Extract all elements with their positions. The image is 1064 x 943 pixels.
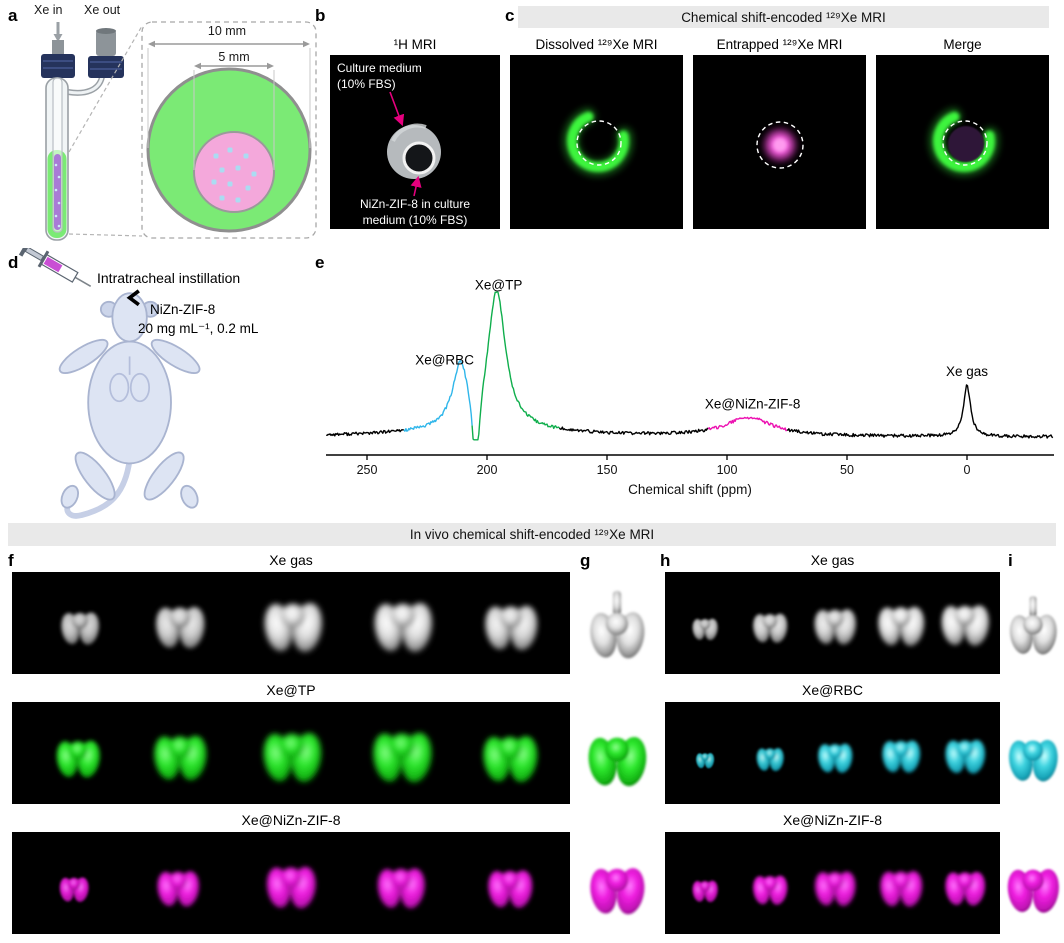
mri-strip-h-xe-rbc: [665, 702, 1000, 804]
row-title-f-xe-tp: Xe@TP: [266, 682, 316, 698]
panel-b-title: ¹H MRI: [393, 37, 437, 52]
render-3d-g-xe-zif: [590, 868, 645, 915]
roi-dashed-circle: [576, 120, 622, 166]
svg-text:Xe@RBC: Xe@RBC: [415, 353, 474, 368]
panel-label-c: c: [505, 6, 515, 25]
svg-text:100: 100: [717, 463, 738, 477]
render-3d-i-xe-rbc: [1008, 739, 1058, 782]
svg-text:150: 150: [597, 463, 618, 477]
instillation-mark: [126, 289, 140, 307]
h1-mri-phantom-graphic: [387, 91, 441, 197]
cross-section-diagram: [146, 67, 312, 233]
render-3d-i-xe-zif: [1007, 869, 1059, 913]
culture-medium-note: Culture medium (10% FBS): [337, 61, 422, 91]
row-title-h-xe-gas: Xe gas: [810, 552, 855, 568]
title-entrapped-xe-mri: Entrapped ¹²⁹Xe MRI: [716, 37, 843, 52]
entrapped-xe-graphic: [756, 121, 804, 169]
panel-label-d: d: [8, 253, 19, 272]
mouse-body: [58, 292, 201, 509]
dissolved-xe-graphic: [562, 105, 634, 177]
dissolved-xe-mri-image: [510, 55, 683, 229]
sample-arrow: [410, 175, 422, 197]
mouse-illustration: [58, 289, 201, 519]
culture-medium-arrow: [389, 91, 405, 127]
mouse-tail: [64, 457, 133, 519]
section-header-chemical-shift: Chemical shift-encoded ¹²⁹Xe MRI: [518, 6, 1049, 28]
mri-strip-f-xe-zif: [12, 832, 570, 934]
svg-text:200: 200: [477, 463, 498, 477]
svg-text:0: 0: [964, 463, 971, 477]
mri-strip-h-xe-zif: [665, 832, 1000, 934]
syringe-icon: [18, 248, 92, 287]
procedure-label: Intratracheal instillation: [97, 270, 241, 286]
nmr-tube-icon: [41, 40, 105, 241]
svg-text:Xe@TP: Xe@TP: [475, 277, 522, 292]
svg-text:Xe@NiZn-ZIF-8: Xe@NiZn-ZIF-8: [705, 397, 800, 412]
zoom-link-bottom: [68, 233, 143, 237]
dimension-10mm-arrow: [147, 40, 311, 148]
row-title-h-xe-rbc: Xe@RBC: [802, 682, 863, 698]
render-3d-g-xe-gas: [590, 591, 645, 659]
panel-label-a: a: [8, 6, 18, 25]
svg-text:Xe gas: Xe gas: [946, 364, 988, 379]
zif-particles: [211, 147, 257, 203]
panel-label-b: b: [315, 6, 326, 25]
title-merge: Merge: [943, 37, 982, 52]
row-title-f-xe-gas: Xe gas: [269, 552, 313, 568]
svg-text:250: 250: [357, 463, 378, 477]
mouse-lungs-outline: [109, 356, 151, 403]
green-crescent-signal: [933, 110, 995, 172]
panel-label-h: h: [660, 551, 671, 570]
outer-diameter-label: 10 mm: [207, 24, 247, 38]
merge-mri-image: [876, 55, 1049, 229]
panel-label-g: g: [580, 551, 591, 570]
xe-in-label: Xe in: [34, 3, 63, 17]
entrapped-xe-mri-image: [693, 55, 866, 229]
mri-strip-h-xe-gas: [665, 572, 1000, 674]
row-title-f-xe-zif: Xe@NiZn-ZIF-8: [241, 812, 341, 828]
svg-text:Chemical shift (ppm): Chemical shift (ppm): [628, 482, 752, 497]
green-crescent-signal: [567, 110, 629, 172]
panel-label-i: i: [1008, 551, 1013, 570]
svg-text:50: 50: [840, 463, 854, 477]
row-title-h-xe-zif: Xe@NiZn-ZIF-8: [783, 812, 882, 828]
xe-in-arrow: [53, 22, 63, 42]
inner-diameter-label: 5 mm: [218, 50, 250, 64]
section-header-invivo: In vivo chemical shift-encoded ¹²⁹Xe MRI: [8, 523, 1056, 546]
zoom-link-top: [68, 25, 143, 153]
merge-graphic: [928, 105, 1000, 177]
panel-label-e: e: [315, 253, 325, 272]
mri-strip-f-xe-tp: [12, 702, 570, 804]
agent-label: NiZn-ZIF-8: [150, 302, 216, 317]
phantom-cross-section: [387, 123, 441, 179]
dimension-5mm-arrow: [193, 62, 275, 170]
outlet-port-icon: [88, 28, 124, 78]
render-3d-g-xe-tp: [588, 736, 647, 787]
dose-label: 20 mg mL⁻¹, 0.2 mL: [138, 321, 259, 336]
roi-dashed-circle: [942, 120, 988, 166]
phantom-apparatus-diagram: [41, 21, 317, 241]
h1-mri-image: Culture medium (10% FBS) NiZn-ZIF-8 in c…: [330, 55, 500, 229]
sample-note: NiZn-ZIF-8 in culture medium (10% FBS): [359, 197, 471, 227]
mri-strip-f-xe-gas: [12, 572, 570, 674]
xe-out-label: Xe out: [84, 3, 121, 17]
entrapped-core-signal: [948, 126, 984, 162]
roi-dashed-circle: [756, 121, 804, 169]
title-dissolved-xe-mri: Dissolved ¹²⁹Xe MRI: [535, 37, 658, 52]
render-3d-i-xe-gas: [1009, 596, 1057, 655]
panel-label-f: f: [8, 551, 14, 570]
